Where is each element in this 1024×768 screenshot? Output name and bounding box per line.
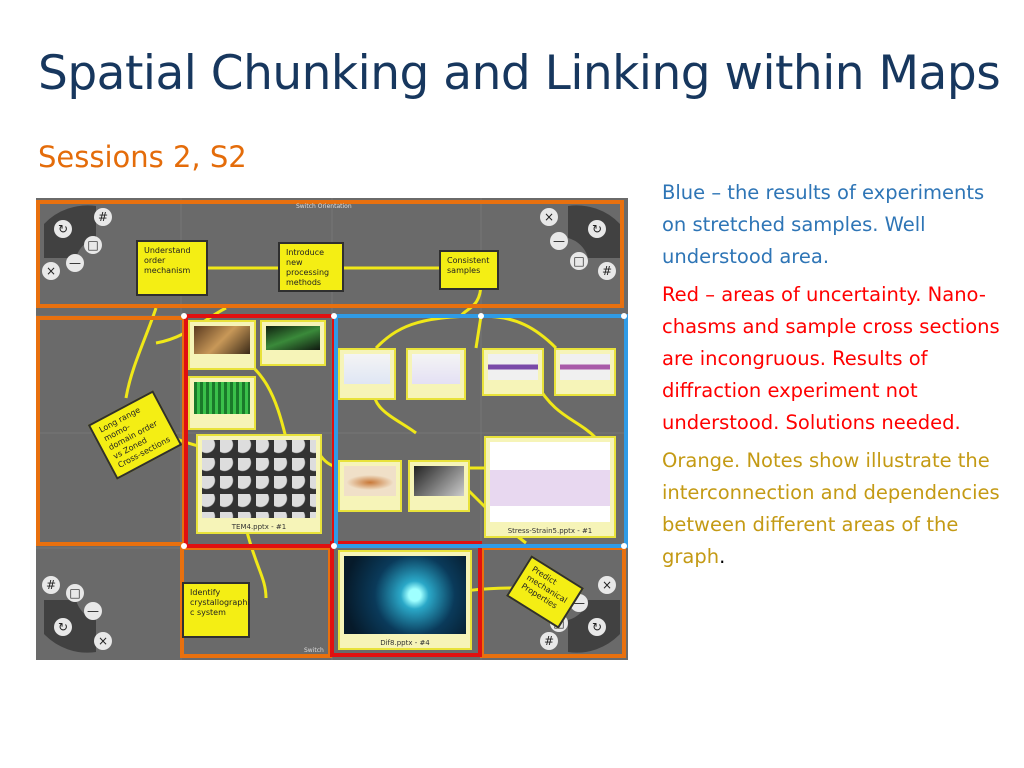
rotate-icon[interactable]: ↻ bbox=[588, 220, 606, 238]
thumb-sample[interactable] bbox=[338, 460, 402, 512]
note-red: Red – areas of uncertainty. Nano-chasms … bbox=[662, 279, 1002, 439]
map-bottom-tab[interactable]: Switch bbox=[304, 647, 324, 654]
thumb-caption: TEM4.pptx - #1 bbox=[198, 523, 320, 531]
square-icon[interactable]: □ bbox=[84, 236, 102, 254]
note-orange: Orange. Notes show illustrate the interc… bbox=[662, 445, 1002, 573]
thumb-micrograph[interactable] bbox=[188, 320, 256, 370]
minus-icon[interactable]: — bbox=[66, 254, 84, 272]
grid-icon[interactable]: # bbox=[540, 632, 558, 650]
thumb-sample[interactable] bbox=[482, 348, 544, 396]
square-icon[interactable]: □ bbox=[570, 252, 588, 270]
square-icon[interactable]: □ bbox=[66, 584, 84, 602]
grid-icon[interactable]: # bbox=[94, 208, 112, 226]
thumb-chart[interactable] bbox=[406, 348, 466, 400]
rotate-icon[interactable]: ↻ bbox=[588, 618, 606, 636]
thumb-stress-strain[interactable]: Stress-Strain5.pptx - #1 bbox=[484, 436, 616, 538]
map-top-tab[interactable]: Switch Orientation bbox=[296, 203, 352, 210]
thumb-micrograph[interactable] bbox=[188, 376, 256, 430]
sticky-introduce[interactable]: Introduce new processing methods bbox=[278, 242, 344, 292]
grid-icon[interactable]: # bbox=[598, 262, 616, 280]
thumb-caption: Stress-Strain5.pptx - #1 bbox=[486, 527, 614, 535]
map-screenshot: Switch Orientation Switch ↻ # □ — × ↻ # … bbox=[36, 198, 628, 660]
minus-icon[interactable]: — bbox=[550, 232, 568, 250]
sticky-understand[interactable]: Understand order mechanism bbox=[136, 240, 208, 296]
rotate-icon[interactable]: ↻ bbox=[54, 618, 72, 636]
close-icon[interactable]: × bbox=[540, 208, 558, 226]
close-icon[interactable]: × bbox=[42, 262, 60, 280]
thumb-tem4[interactable]: TEM4.pptx - #1 bbox=[196, 434, 322, 534]
minus-icon[interactable]: — bbox=[84, 602, 102, 620]
thumb-sample[interactable] bbox=[554, 348, 616, 396]
thumb-micrograph[interactable] bbox=[260, 320, 326, 366]
note-orange-period: . bbox=[719, 545, 725, 568]
notes-panel: Blue – the results of experiments on str… bbox=[662, 177, 1002, 579]
sticky-consistent[interactable]: Consistent samples bbox=[439, 250, 499, 290]
rotate-icon[interactable]: ↻ bbox=[54, 220, 72, 238]
close-icon[interactable]: × bbox=[94, 632, 112, 650]
slide-subtitle: Sessions 2, S2 bbox=[38, 140, 247, 174]
thumb-chart[interactable] bbox=[338, 348, 396, 400]
note-orange-text: Orange. Notes show illustrate the interc… bbox=[662, 449, 1000, 568]
note-blue: Blue – the results of experiments on str… bbox=[662, 177, 1002, 273]
thumb-dif8[interactable]: Dif8.pptx - #4 bbox=[338, 550, 472, 650]
close-icon[interactable]: × bbox=[598, 576, 616, 594]
thumb-photo[interactable] bbox=[408, 460, 470, 512]
grid-icon[interactable]: # bbox=[42, 576, 60, 594]
thumb-caption: Dif8.pptx - #4 bbox=[340, 639, 470, 647]
slide-title: Spatial Chunking and Linking within Maps bbox=[38, 46, 1000, 101]
sticky-identify[interactable]: Identify crystallographi c system bbox=[182, 582, 250, 638]
